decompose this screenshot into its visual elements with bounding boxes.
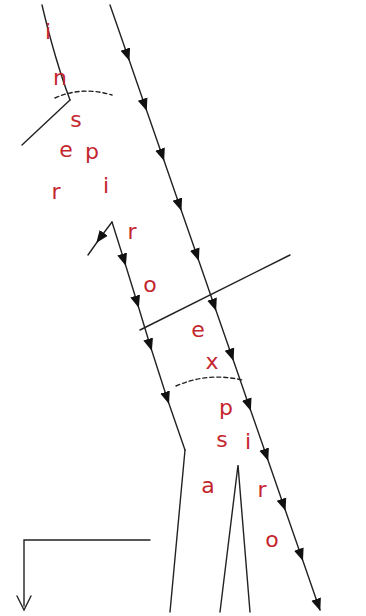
letter-label: i [245,431,251,453]
letter-label: i [45,21,51,43]
cross-line [140,255,290,330]
letter-label: n [53,67,67,89]
letter-label: s [70,109,81,131]
letter-label: o [143,274,156,296]
corner-arrowhead [17,596,31,610]
letter-label: e [59,139,73,161]
dashed-boundary [55,91,112,98]
letter-label: r [51,181,60,203]
letter-label: x [205,351,218,373]
letter-label: o [265,529,278,551]
flow-line [110,5,320,610]
flow-line [88,222,112,255]
wall-line [42,5,70,100]
letter-label: r [257,479,266,501]
letter-label: a [201,475,214,497]
letter-label: p [219,397,233,419]
letter-label: r [127,221,136,243]
wall-line [220,465,250,612]
corner-line [24,540,150,606]
letter-label: s [216,429,227,451]
flow-line [112,222,185,450]
letter-label: p [85,141,99,163]
dashed-boundary [176,377,242,386]
wall-line [170,450,185,612]
letter-label: i [103,175,109,197]
letter-label: e [191,319,205,341]
